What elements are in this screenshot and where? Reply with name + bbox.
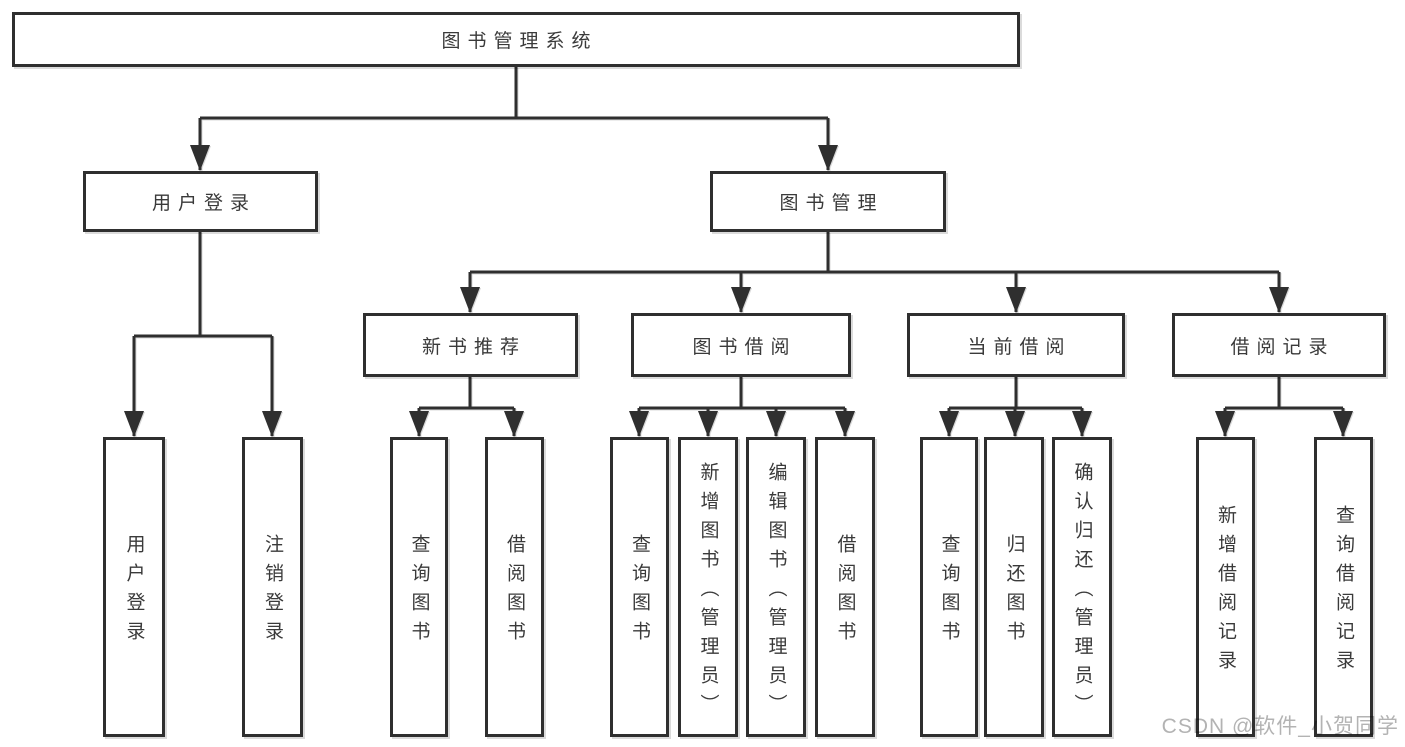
arrow-down-icon: [190, 145, 210, 171]
arrow-down-icon: [262, 411, 282, 437]
node-label: 图书借阅: [692, 336, 797, 358]
arrow-down-icon: [629, 411, 649, 437]
arrow-down-icon: [504, 411, 524, 437]
node-user-login: 用户登录: [83, 171, 318, 232]
leaf-borrow-add-books-admin: 新增图书（管理员）: [678, 437, 738, 737]
leaf-records-query-borrow-record: 查询借阅记录: [1314, 437, 1373, 737]
leaf-current-query-books: 查询图书: [920, 437, 978, 737]
node-label: 新书推荐: [421, 336, 526, 358]
node-label: 用户登录: [123, 534, 145, 650]
leaf-current-return-books: 归还图书: [984, 437, 1044, 737]
arrow-down-icon: [1072, 411, 1092, 437]
leaf-records-add-borrow-record: 新增借阅记录: [1196, 437, 1255, 737]
node-borrow-records: 借阅记录: [1172, 313, 1386, 377]
node-library-management-system: 图书管理系统: [12, 12, 1020, 67]
leaf-newbook-query-books: 查询图书: [390, 437, 448, 737]
leaf-user-login: 用户登录: [103, 437, 165, 737]
arrowheads: [124, 145, 1353, 437]
arrow-down-icon: [1269, 287, 1289, 313]
connector-group-new-book: [417, 377, 516, 436]
arrow-down-icon: [1333, 411, 1353, 437]
arrow-down-icon: [409, 411, 429, 437]
connector-group-root: [198, 67, 830, 170]
arrow-down-icon: [1005, 411, 1025, 437]
node-label: 图书管理: [779, 193, 884, 214]
node-label: 查询图书: [408, 534, 430, 650]
connector-group-book-borrow: [637, 377, 847, 436]
arrow-down-icon: [818, 145, 838, 171]
connector-group-book-management: [468, 232, 1281, 312]
node-label: 用户登录: [151, 193, 256, 214]
arrow-down-icon: [939, 411, 959, 437]
arrow-down-icon: [698, 411, 718, 437]
node-label: 新增借阅记录: [1215, 505, 1236, 679]
node-book-borrow: 图书借阅: [631, 313, 851, 377]
arrow-down-icon: [731, 287, 751, 313]
node-label: 借阅图书: [834, 534, 856, 650]
connector-group-user-login: [132, 232, 274, 436]
leaf-borrow-borrow-books: 借阅图书: [815, 437, 875, 737]
leaf-newbook-borrow-books: 借阅图书: [485, 437, 544, 737]
leaf-logout-login: 注销登录: [242, 437, 303, 737]
node-label: 当前借阅: [967, 336, 1072, 358]
node-label: 注销登录: [262, 534, 283, 650]
arrow-down-icon: [1215, 411, 1235, 437]
arrow-down-icon: [766, 411, 786, 437]
leaf-borrow-edit-books-admin: 编辑图书（管理员）: [746, 437, 806, 737]
node-book-management: 图书管理: [710, 171, 946, 232]
node-label: 查询借阅记录: [1333, 505, 1354, 679]
node-label: 编辑图书（管理员）: [765, 461, 787, 723]
arrow-down-icon: [460, 287, 480, 313]
watermark: CSDN @软件_小贺同学: [1161, 715, 1399, 738]
arrow-down-icon: [124, 411, 144, 437]
arrow-down-icon: [835, 411, 855, 437]
leaf-borrow-query-books: 查询图书: [610, 437, 669, 737]
node-label: 确认归还（管理员）: [1071, 461, 1093, 723]
node-label: 借阅图书: [504, 534, 525, 650]
node-current-borrow: 当前借阅: [907, 313, 1125, 377]
node-label: 查询图书: [938, 534, 960, 650]
arrow-down-icon: [1006, 287, 1026, 313]
node-label: 图书管理系统: [441, 31, 598, 52]
node-label: 新增图书（管理员）: [697, 461, 719, 723]
node-label: 查询图书: [629, 534, 650, 650]
node-label: 归还图书: [1003, 534, 1025, 650]
node-label: 借阅记录: [1230, 336, 1335, 358]
connector-group-borrow-records: [1223, 377, 1345, 436]
node-new-book-recommend: 新书推荐: [363, 313, 578, 377]
leaf-current-confirm-return-admin: 确认归还（管理员）: [1052, 437, 1112, 737]
